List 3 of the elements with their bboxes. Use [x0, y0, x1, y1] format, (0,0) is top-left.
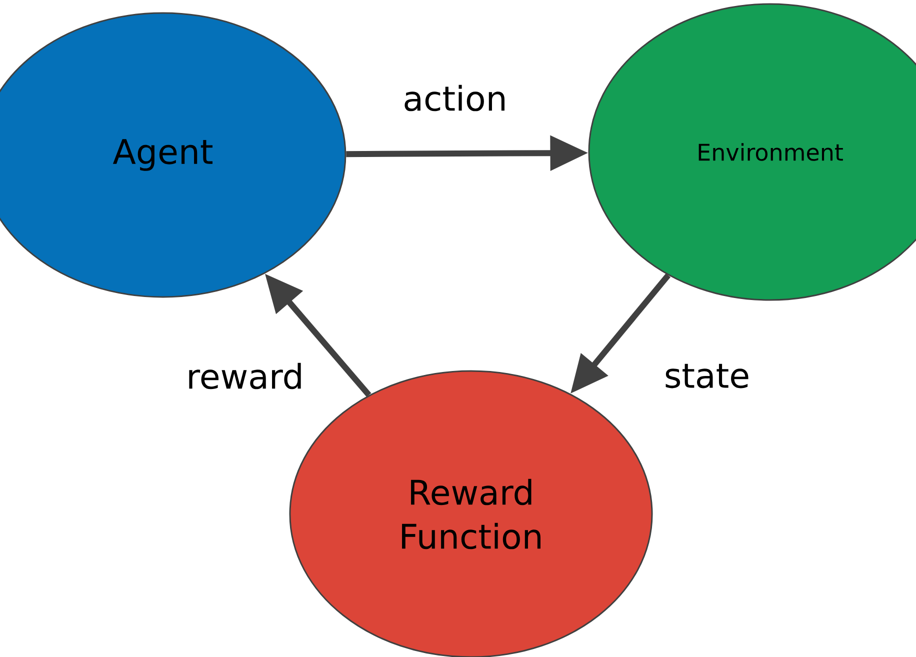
- edge-label: state: [662, 362, 752, 390]
- circle-node: Environment: [588, 3, 916, 301]
- edge-label: action: [400, 82, 510, 114]
